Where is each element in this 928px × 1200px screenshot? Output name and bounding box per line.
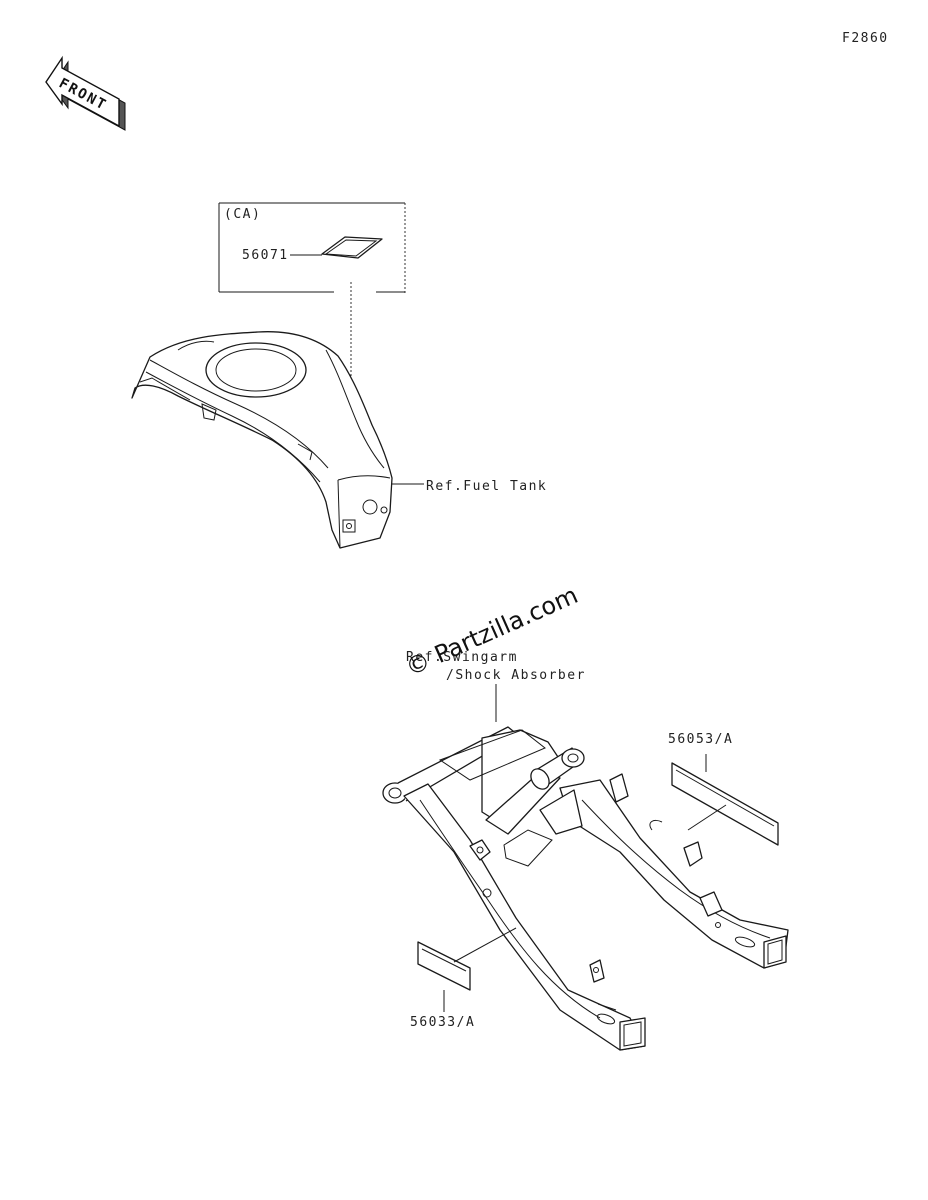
label-56071-icon[interactable]: [321, 236, 383, 259]
inset-title: (CA): [224, 207, 262, 222]
swingarm-icon: [382, 726, 789, 1051]
part-number-56071[interactable]: 56071: [242, 248, 289, 263]
front-arrow-icon: FRONT: [45, 55, 126, 131]
label-56033-icon[interactable]: [417, 941, 471, 991]
ref-shock-absorber-label: /Shock Absorber: [446, 668, 586, 683]
ref-fuel-tank-label: Ref.Fuel Tank: [426, 479, 548, 494]
fuel-tank-icon: [131, 331, 393, 549]
ref-swingarm-label: Ref.Swingarm: [406, 650, 518, 665]
part-number-56053[interactable]: 56053/A: [668, 732, 734, 747]
figure-code: F2860: [842, 31, 889, 46]
inset-box-ca: [218, 202, 406, 294]
label-56053-icon[interactable]: [671, 762, 779, 846]
part-number-56033[interactable]: 56033/A: [410, 1015, 476, 1030]
